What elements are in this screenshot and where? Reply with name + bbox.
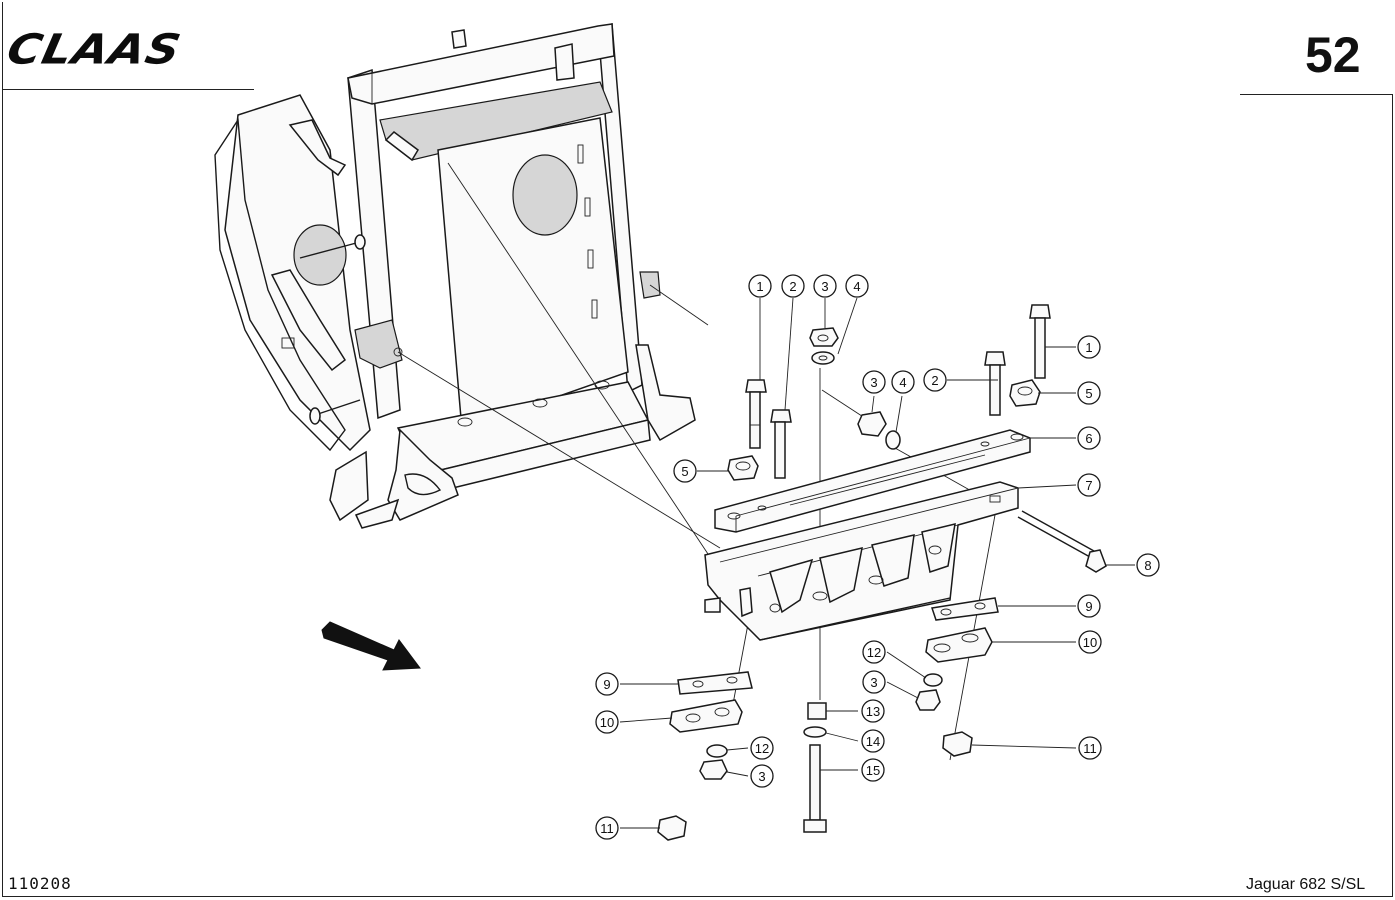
callout-2-top-left: 2: [781, 274, 805, 298]
callout-leaders: [619, 297, 1135, 829]
callout-9-right: 9: [1077, 594, 1101, 618]
svg-text:2: 2: [789, 279, 796, 294]
callout-8: 8: [1136, 553, 1160, 577]
callout-2-right: 2: [923, 368, 947, 392]
callout-1-top-left: 1: [748, 274, 772, 298]
callout-5-right: 5: [1077, 381, 1101, 405]
svg-text:3: 3: [821, 279, 828, 294]
svg-text:4: 4: [853, 279, 860, 294]
svg-text:15: 15: [866, 763, 880, 778]
callouts: 1 2 3 4 3 4 2 1: [595, 274, 1160, 840]
header-rule-left: [2, 89, 254, 90]
callout-14: 14: [861, 729, 885, 753]
callout-5-left: 5: [673, 459, 697, 483]
callout-11-right: 11: [1078, 736, 1102, 760]
callout-10-right: 10: [1078, 630, 1102, 654]
direction-arrow: [321, 621, 421, 671]
callout-13: 13: [861, 699, 885, 723]
page-right-edge: [1392, 94, 1393, 897]
model-name: Jaguar 682 S/SL: [1246, 876, 1366, 893]
callout-9-left: 9: [595, 672, 619, 696]
callout-7: 7: [1077, 473, 1101, 497]
svg-text:12: 12: [867, 645, 881, 660]
svg-text:3: 3: [870, 675, 877, 690]
header-rule-right: [1240, 94, 1392, 95]
support-beam: [704, 481, 1019, 641]
callout-3-top: 3: [813, 274, 837, 298]
svg-text:9: 9: [603, 677, 610, 692]
nuts-and-washers: [699, 327, 943, 780]
bolts: [727, 304, 1107, 833]
svg-text:3: 3: [758, 769, 765, 784]
callout-12-left: 12: [750, 736, 774, 760]
callout-1-right: 1: [1077, 335, 1101, 359]
svg-text:5: 5: [681, 464, 688, 479]
svg-text:4: 4: [899, 375, 906, 390]
svg-text:8: 8: [1144, 558, 1151, 573]
callout-4-top: 4: [845, 274, 869, 298]
callout-4-middle: 4: [891, 370, 915, 394]
svg-text:11: 11: [1083, 741, 1097, 756]
plates-and-blocks: [657, 597, 999, 841]
frame-assembly: [347, 23, 696, 521]
svg-text:14: 14: [866, 734, 880, 749]
svg-text:3: 3: [870, 375, 877, 390]
callout-6: 6: [1077, 426, 1101, 450]
svg-text:1: 1: [756, 279, 763, 294]
svg-text:13: 13: [866, 704, 880, 719]
side-shield: [214, 94, 400, 529]
page-number: 52: [1305, 27, 1361, 83]
callout-3-lower-left: 3: [750, 764, 774, 788]
upper-bar: [714, 429, 1031, 533]
svg-text:2: 2: [931, 373, 938, 388]
callout-3-middle: 3: [862, 370, 886, 394]
callout-3-lower-right: 3: [862, 670, 886, 694]
drawing-number: 110208: [8, 874, 72, 893]
svg-text:7: 7: [1085, 478, 1092, 493]
callout-11-left: 11: [595, 816, 619, 840]
svg-text:6: 6: [1085, 431, 1092, 446]
svg-text:11: 11: [600, 821, 614, 836]
callout-15: 15: [861, 758, 885, 782]
svg-text:5: 5: [1085, 386, 1092, 401]
svg-text:9: 9: [1085, 599, 1092, 614]
svg-text:12: 12: [755, 741, 769, 756]
svg-text:10: 10: [600, 715, 614, 730]
svg-text:1: 1: [1085, 340, 1092, 355]
callout-10-left: 10: [595, 710, 619, 734]
svg-text:10: 10: [1083, 635, 1097, 650]
callout-12-right: 12: [862, 640, 886, 664]
